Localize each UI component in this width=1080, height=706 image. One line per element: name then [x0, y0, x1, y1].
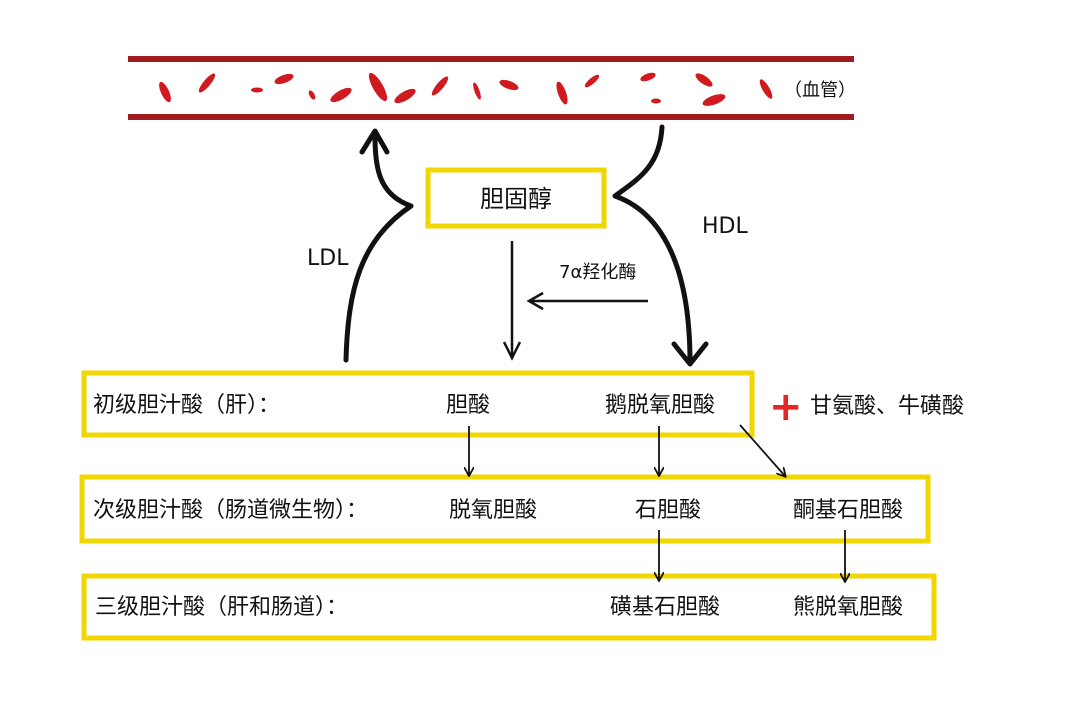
ldl-arrowhead — [359, 128, 390, 155]
cholic-acid: 胆酸 — [445, 393, 491, 418]
red-blood-cell — [330, 87, 352, 103]
red-blood-cell — [702, 94, 726, 106]
red-blood-cell — [198, 73, 216, 93]
hdl-label: HDL — [702, 214, 748, 239]
ketolithocholic-acid: 酮基石胆酸 — [792, 498, 904, 523]
vessel-label: （血管） — [784, 80, 856, 101]
red-blood-cell — [556, 81, 568, 105]
red-blood-cell — [584, 74, 600, 88]
red-blood-cell — [159, 81, 171, 103]
secondary-level-label: 次级胆汁酸（肠道微生物）： — [93, 498, 369, 523]
lithocholic-acid: 石胆酸 — [634, 498, 702, 523]
plus-icon: + — [769, 384, 803, 430]
conjugation-label: 甘氨酸、牛磺酸 — [810, 394, 965, 419]
red-blood-cell — [251, 87, 263, 93]
sulfolithocholic-acid: 磺基石胆酸 — [609, 595, 721, 620]
enzyme-arrowhead — [526, 291, 544, 311]
deoxycholic-acid: 脱氧胆酸 — [448, 498, 538, 523]
arrow-cdca-to-ketolithocholic — [739, 424, 785, 476]
red-blood-cell — [308, 90, 316, 100]
cholesterol-down-arrowhead — [502, 341, 522, 361]
enzyme-label: 7α羟化酶 — [559, 262, 637, 283]
red-blood-cell — [695, 73, 713, 87]
red-blood-cell — [368, 72, 388, 102]
red-blood-cell — [394, 88, 416, 104]
red-blood-cell — [473, 82, 481, 100]
ldl-arrow — [343, 134, 414, 363]
red-blood-cell — [499, 79, 519, 91]
secondary-box — [79, 474, 931, 544]
ursodeoxycholic-acid: 熊脱氧胆酸 — [792, 595, 904, 620]
cholesterol-label: 胆固醇 — [480, 185, 552, 213]
primary-level-label: 初级胆汁酸（肝）： — [93, 393, 281, 418]
ldl-label: LDL — [307, 246, 349, 271]
tertiary-level-label: 三级胆汁酸（肝和肠道）： — [95, 595, 349, 620]
chenodeoxycholic-acid: 鹅脱氧胆酸 — [604, 393, 716, 418]
red-blood-cell — [431, 76, 449, 96]
primary-box — [81, 370, 755, 438]
tertiary-box — [81, 573, 937, 641]
red-blood-cell — [759, 79, 773, 99]
red-blood-cell — [651, 98, 661, 104]
cholesterol-box — [425, 167, 607, 229]
red-blood-cells — [159, 72, 773, 106]
hdl-arrowhead — [671, 341, 709, 367]
hdl-arrow — [612, 124, 693, 365]
red-blood-cell — [640, 72, 656, 82]
red-blood-cell — [274, 73, 294, 85]
